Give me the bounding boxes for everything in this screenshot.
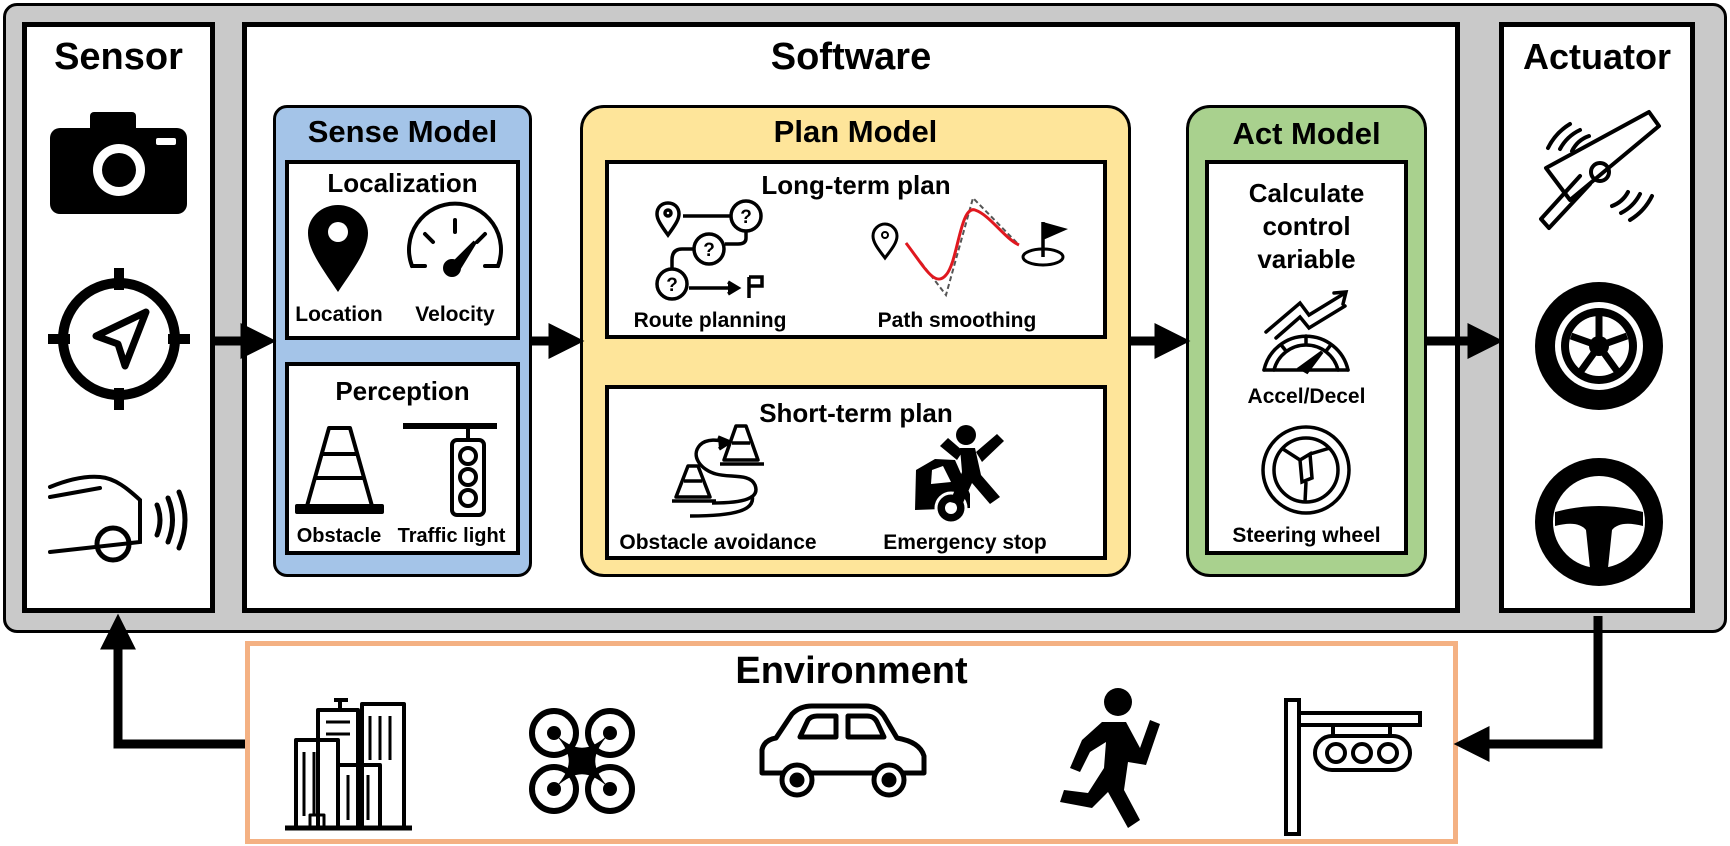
calculate-line-3: variable [1257,244,1356,274]
wheel-icon [1535,282,1663,410]
steering-wheel-icon [1535,458,1663,586]
compass-icon [48,268,190,410]
emergency-stop-label: Emergency stop [883,531,1047,554]
steering-gauge-icon [1261,425,1351,515]
arrow-environment-to-sensor [100,613,245,749]
short-term-plan-box [605,385,1107,560]
emergency-stop-icon [915,425,1004,525]
overhead-signal-icon [1284,698,1422,836]
short-term-plan-title: Short-term plan [759,398,953,428]
location-pin-icon [308,205,368,292]
environment-title: Environment [735,650,968,692]
traffic-light-label: Traffic light [397,525,506,547]
camera-icon [50,112,187,214]
accel-gauge-icon [1262,290,1350,375]
obstacle-avoidance-label: Obstacle avoidance [619,531,817,554]
traffic-cone-icon [295,426,384,514]
arrow-actuator-to-environment [1453,616,1603,762]
flow-arrows [100,323,1603,762]
long-term-plan-title: Long-term plan [761,170,951,200]
path-smoothing-icon [871,196,1068,298]
sense-model-title: Sense Model [307,114,498,149]
velocity-label: Velocity [415,303,495,326]
route-planning-label: Route planning [633,309,787,332]
steering-wheel-label: Steering wheel [1232,524,1381,547]
svg-text:?: ? [666,275,678,296]
localization-box [285,160,520,340]
svg-text:?: ? [740,207,752,228]
svg-text:?: ? [703,240,715,261]
environment-box [245,641,1458,844]
plan-model-title: Plan Model [773,114,938,149]
buildings-icon [285,698,412,831]
localization-title: Localization [327,168,478,198]
calculate-line-2: control [1262,211,1351,241]
speedometer-icon [407,201,503,277]
path-smoothing-label: Path smoothing [877,309,1037,332]
location-label: Location [295,303,383,326]
software-title: Software [770,36,932,78]
runner-icon [1060,688,1160,828]
obstacle-avoidance-icon [672,424,764,518]
car-icon [759,703,927,798]
propeller-icon [1539,110,1661,230]
actuator-title: Actuator [1522,36,1671,77]
perception-box [285,362,520,555]
drone-icon [529,708,635,814]
car-sensor-icon [48,474,188,563]
perception-title: Perception [335,376,470,406]
traffic-light-icon [403,423,497,517]
act-model-title: Act Model [1232,116,1381,151]
accel-decel-label: Accel/Decel [1247,385,1366,408]
route-icon: ? ? ? [655,199,764,301]
sensor-title: Sensor [54,36,183,78]
obstacle-label: Obstacle [296,525,382,547]
calculate-line-1: Calculate [1248,178,1365,208]
